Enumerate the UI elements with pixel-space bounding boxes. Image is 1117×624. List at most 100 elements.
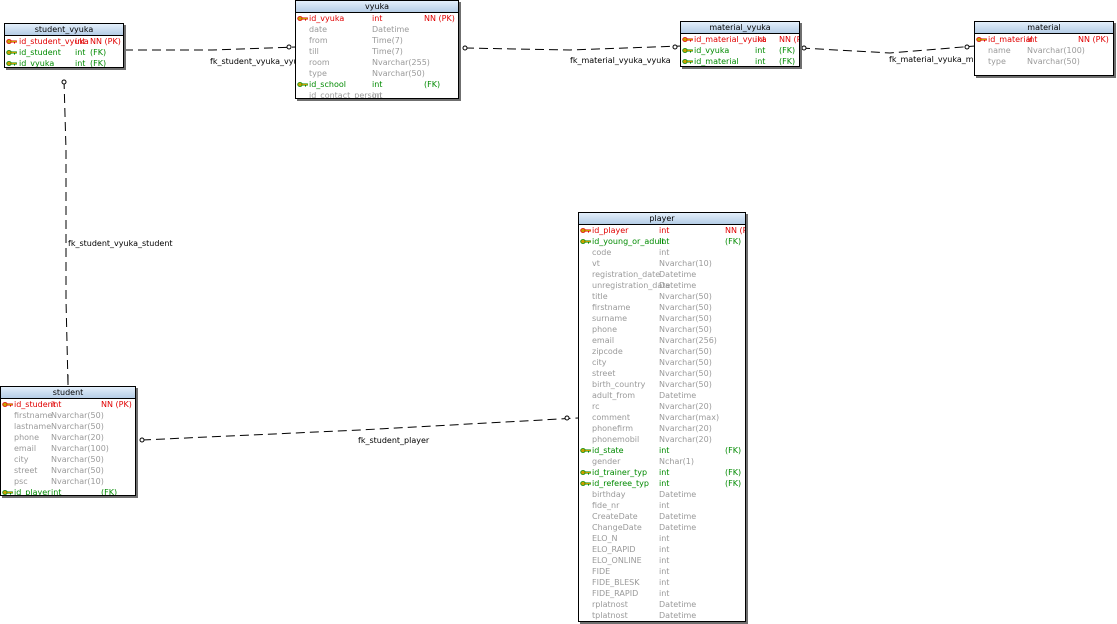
column-name: firstname: [592, 303, 631, 312]
column-flag: (FK): [90, 59, 107, 68]
column-type: Nvarchar(50): [51, 422, 104, 431]
rel-line-student-vyuka-vyuka[interactable]: [124, 46, 297, 51]
column-row[interactable]: FIDE_BLESK int: [579, 577, 745, 588]
rel-label-fk-material-vyuka-vyuka: fk_material_vyuka_vyuka: [570, 56, 671, 65]
rel-line-student-vyuka-student[interactable]: [63, 79, 69, 386]
column-row[interactable]: ELO_N int: [579, 533, 745, 544]
rel-line-material-vyuka-vyuka[interactable]: [464, 45, 682, 51]
column-row[interactable]: city Nvarchar(50): [1, 454, 135, 465]
column-name: FIDE_BLESK: [592, 578, 640, 587]
column-type: int: [659, 534, 670, 543]
rel-label-fk-material-vyuka-material: fk_material_vyuka_materia: [889, 55, 997, 64]
column-name: FIDE_RAPID: [592, 589, 639, 598]
column-type: Nvarchar(20): [659, 402, 712, 411]
foreign-key-icon: [682, 59, 693, 64]
rel-line-material-vyuka-material[interactable]: [800, 45, 976, 54]
column-type: Nvarchar(50): [51, 455, 104, 464]
column-name: surname: [592, 314, 628, 323]
rel-line-student-player[interactable]: [141, 417, 579, 441]
rel-label-fk-student-vyuka-student: fk_student_vyuka_student: [68, 239, 173, 248]
column-flag: (FK): [725, 237, 742, 246]
table-title: student: [1, 387, 135, 399]
column-type: Nvarchar(50): [51, 466, 104, 475]
column-type: Datetime: [659, 281, 697, 290]
column-name: city: [14, 455, 29, 464]
table-title: vyuka: [296, 1, 458, 13]
column-type: Nvarchar(50): [659, 380, 712, 389]
column-type: Nvarchar(255): [372, 58, 430, 67]
column-type: int: [659, 578, 670, 587]
column-name: ELO_N: [592, 534, 618, 543]
column-type: Nvarchar(20): [659, 435, 712, 444]
column-name: vt: [592, 259, 600, 268]
column-type: int: [372, 91, 383, 99]
column-name: tplatnost: [592, 611, 628, 620]
